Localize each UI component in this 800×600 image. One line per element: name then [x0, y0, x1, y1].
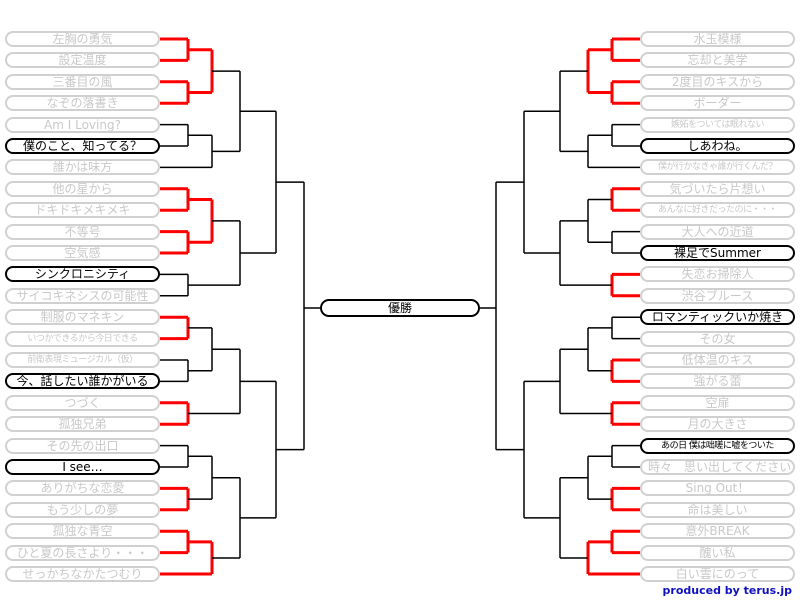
left-entry: 設定温度 — [5, 52, 160, 69]
left-entry: 制服のマネキン — [5, 309, 160, 326]
right-entry: Sing Out！ — [640, 480, 795, 497]
right-entry: 2度目のキスから — [640, 73, 795, 90]
right-entry: 醜い私 — [640, 544, 795, 561]
left-entry: Am I Loving? — [5, 116, 160, 133]
left-entry: その先の出口 — [5, 437, 160, 454]
left-entry: なぞの落書き — [5, 95, 160, 112]
left-entry: もう少しの夢 — [5, 501, 160, 518]
left-entry: 孤独兄弟 — [5, 416, 160, 433]
left-entry: 不等号 — [5, 223, 160, 240]
right-entry: 嫉妬をついては眠れない — [640, 116, 795, 133]
right-entry: ロマンティックいか焼き — [640, 309, 795, 326]
left-entry: 今、話したい誰かがいる — [5, 373, 160, 390]
right-entry: その女 — [640, 330, 795, 347]
right-entry: 空扉 — [640, 394, 795, 411]
left-entry: ありがちな恋愛 — [5, 480, 160, 497]
right-entry: 僕が行かなきゃ誰が行くんだ？ — [640, 159, 795, 176]
left-entry: 他の星から — [5, 180, 160, 197]
left-entry: 左胸の勇気 — [5, 31, 160, 47]
right-entry: 水玉模様 — [640, 31, 795, 47]
right-entry: 白い雲にのって — [640, 566, 795, 582]
right-entry: 裸足でSummer — [640, 245, 795, 261]
right-entry: 強がる蕾 — [640, 373, 795, 390]
right-entry: 時々 思い出してください — [640, 459, 795, 475]
left-entry: 空気感 — [5, 245, 160, 261]
left-entry: I see… — [5, 459, 160, 475]
left-entry: 誰かは味方 — [5, 159, 160, 176]
right-entry: あの日 僕は咄嗟に嘘をついた — [640, 437, 795, 454]
left-entry: ドキドキメキメキ — [5, 202, 160, 219]
right-entry: 低体温のキス — [640, 352, 795, 368]
credit-text: produced by terus.jp — [662, 584, 792, 597]
right-entry: 渋谷ブルース — [640, 287, 795, 304]
right-entry: しあわね。 — [640, 138, 795, 154]
left-entry: 三番目の風 — [5, 73, 160, 90]
left-entry: 前衛表現ミュージカル（仮） — [5, 352, 160, 368]
right-entry: 失恋お掃除人 — [640, 266, 795, 283]
final-winner-box: 優勝 — [320, 299, 480, 317]
left-entry: ひと夏の長さより・・・ — [5, 544, 160, 561]
left-entry: つづく — [5, 394, 160, 411]
right-entry: あんなに好きだったのに・・・ — [640, 202, 795, 219]
right-entry: 命は美しい — [640, 501, 795, 518]
right-entry: 忘却と美学 — [640, 52, 795, 69]
right-entry: 月の大きさ — [640, 416, 795, 433]
left-entry: サイコキネシスの可能性 — [5, 287, 160, 304]
right-entry: ボーダー — [640, 95, 795, 112]
right-entry: 意外BREAK — [640, 523, 795, 540]
left-entry: シンクロニシティ — [5, 266, 160, 283]
left-entry: 孤独な青空 — [5, 523, 160, 540]
left-entry: せっかちなかたつむり — [5, 566, 160, 582]
right-entry: 気づいたら片想い — [640, 180, 795, 197]
left-entry: 僕のこと、知ってる？ — [5, 138, 160, 154]
left-entry: いつかできるから今日できる — [5, 330, 160, 347]
right-entry: 大人への近道 — [640, 223, 795, 240]
